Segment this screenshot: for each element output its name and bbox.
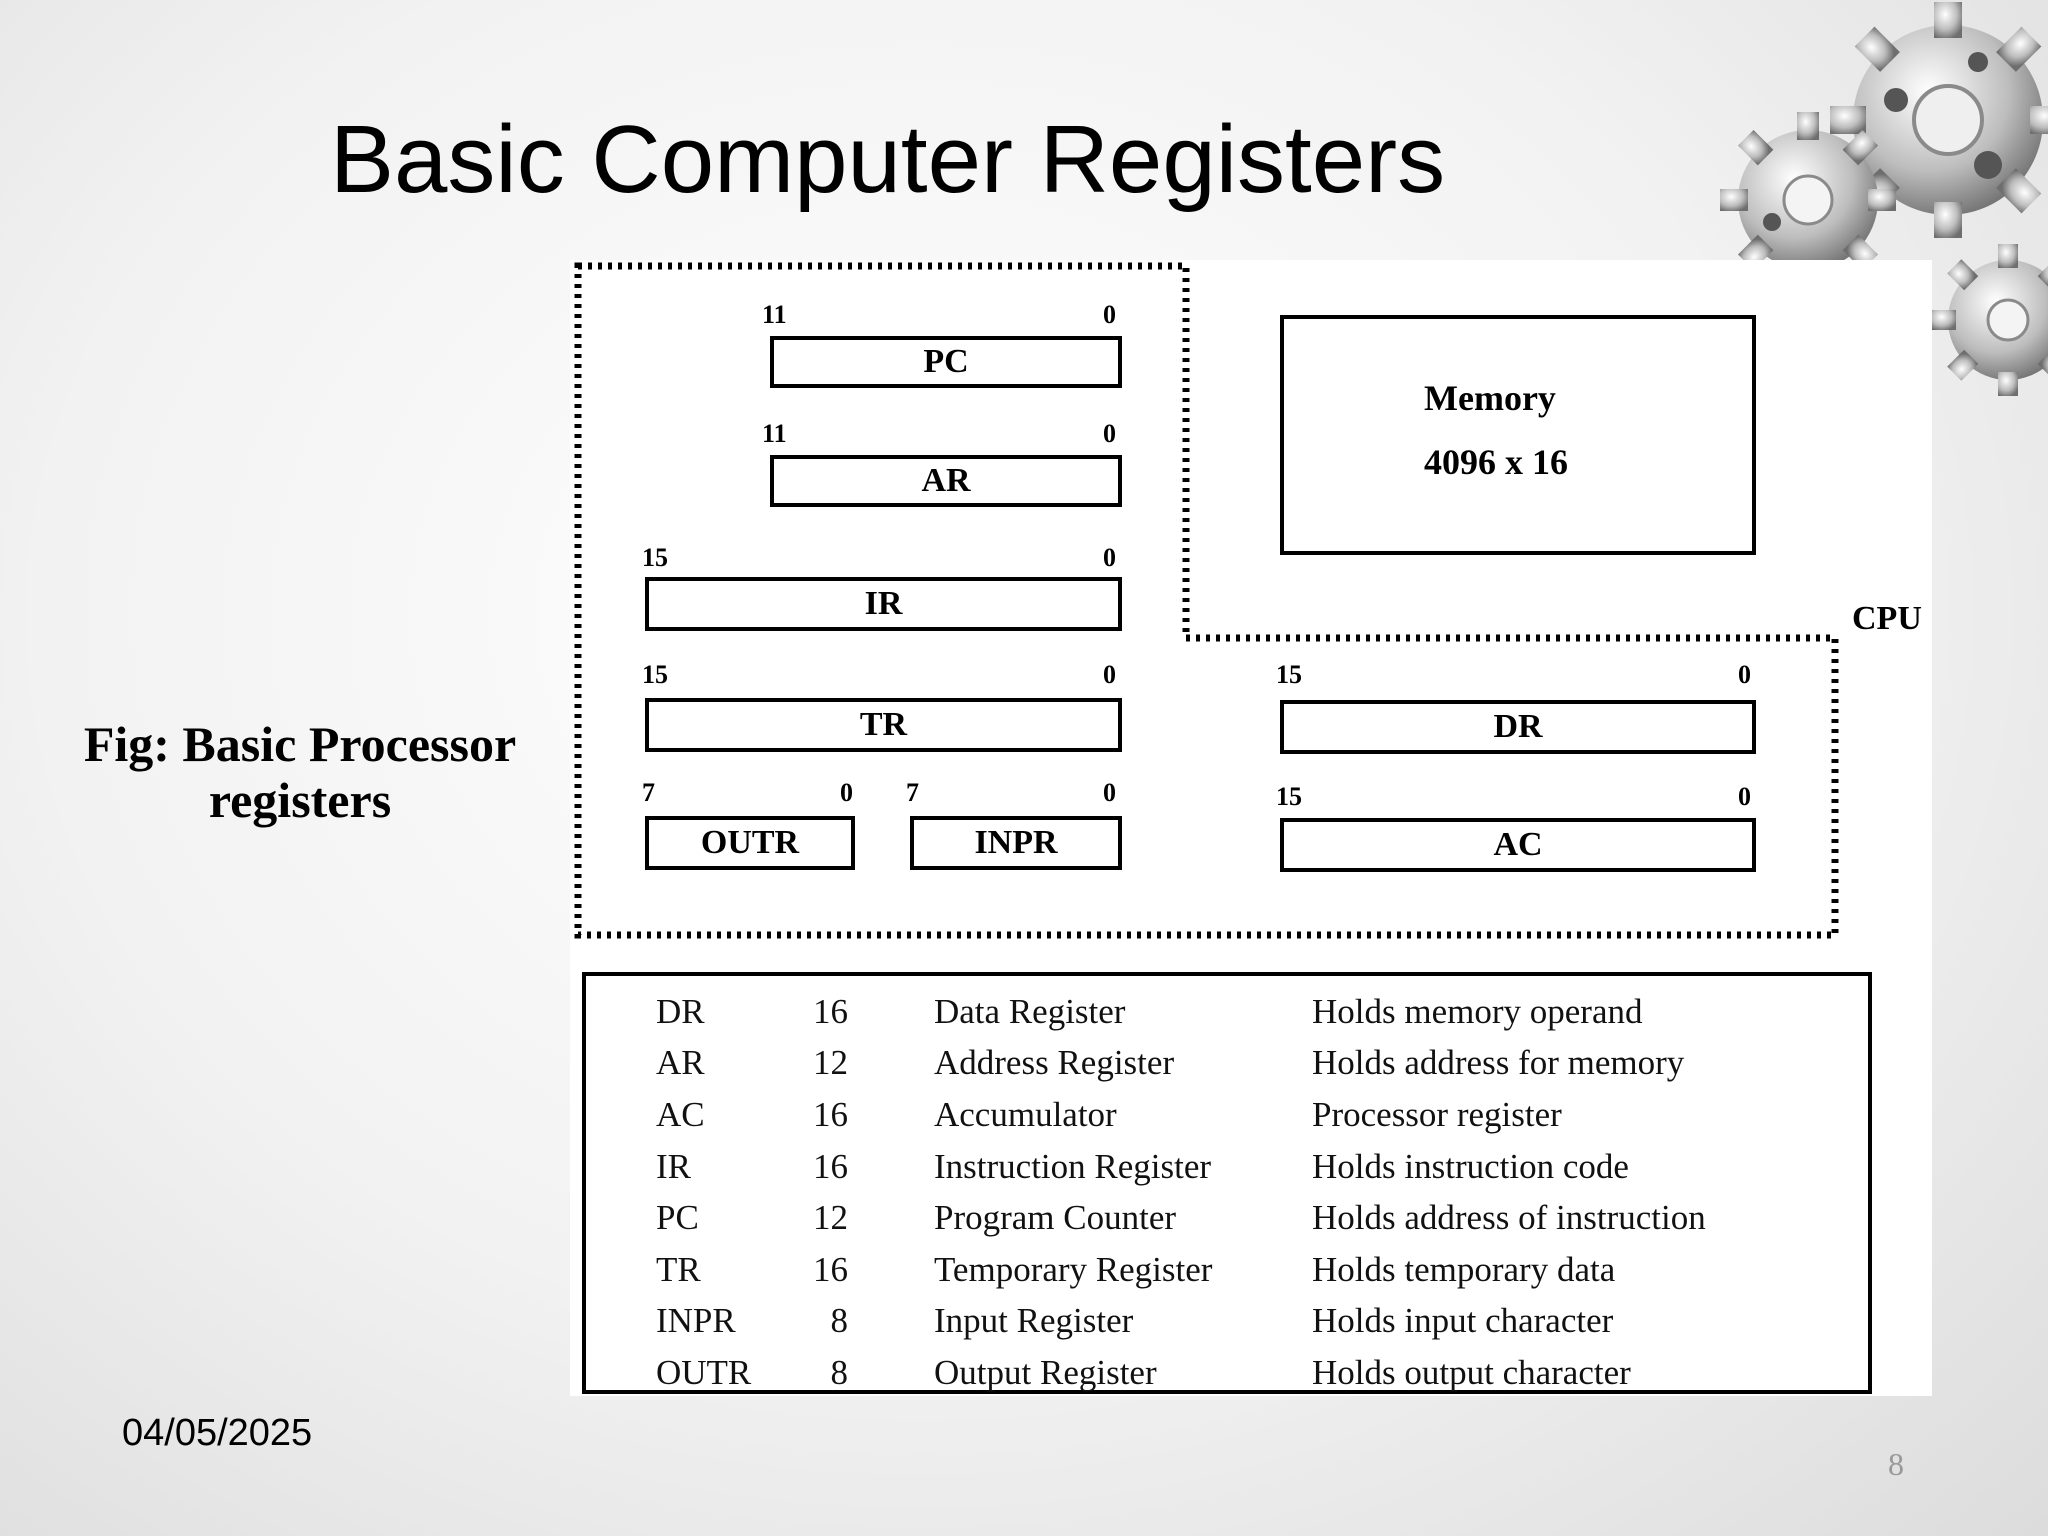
- tr-low-bit: 0: [1103, 660, 1116, 689]
- register-ar: AR: [770, 455, 1122, 507]
- pc-high-bit: 11: [762, 300, 787, 329]
- dr-low-bit: 0: [1738, 660, 1751, 689]
- register-bits: 8: [830, 1301, 849, 1340]
- table-row: PC 12 Program Counter Holds address of i…: [586, 1194, 1868, 1242]
- pc-low-bit: 0: [1103, 300, 1116, 329]
- register-tr: TR: [645, 698, 1122, 752]
- memory-label: Memory: [1424, 378, 1556, 418]
- register-name: Output Register: [934, 1353, 1157, 1392]
- register-name: Address Register: [934, 1043, 1175, 1082]
- table-row: OUTR 8 Output Register Holds output char…: [586, 1349, 1868, 1397]
- page-number: 8: [1888, 1446, 1904, 1482]
- register-name: Temporary Register: [934, 1250, 1213, 1289]
- slide-date: 04/05/2025: [122, 1412, 313, 1454]
- table-row: TR 16 Temporary Register Holds temporary…: [586, 1246, 1868, 1294]
- register-function: Holds instruction code: [1312, 1147, 1629, 1186]
- cpu-boundary: [574, 262, 1839, 939]
- register-bits: 12: [813, 1198, 848, 1237]
- register-symbol: DR: [656, 992, 705, 1031]
- register-name: Data Register: [934, 992, 1126, 1031]
- register-pc: PC: [770, 336, 1122, 388]
- register-ar-label: AR: [921, 462, 971, 499]
- ar-low-bit: 0: [1103, 419, 1116, 448]
- register-function: Holds address for memory: [1312, 1043, 1685, 1082]
- register-dr: DR: [1280, 700, 1756, 754]
- table-row: IR 16 Instruction Register Holds instruc…: [586, 1143, 1868, 1191]
- register-inpr: INPR: [910, 816, 1122, 870]
- register-function: Holds output character: [1312, 1353, 1631, 1392]
- outr-high-bit: 7: [642, 778, 655, 807]
- register-ac: AC: [1280, 818, 1756, 872]
- register-symbol: AR: [656, 1043, 705, 1082]
- ac-low-bit: 0: [1738, 782, 1751, 811]
- outr-low-bit: 0: [840, 778, 853, 807]
- figure-caption: Fig: Basic Processor registers: [83, 716, 517, 828]
- register-bits: 12: [813, 1043, 848, 1082]
- register-function: Processor register: [1312, 1095, 1562, 1134]
- register-symbol: TR: [656, 1250, 701, 1289]
- register-bits: 16: [813, 992, 848, 1031]
- register-figure: 11 0 PC 11 0 AR 15 0 IR 15 0 TR 7 0 OUTR…: [570, 260, 1932, 1396]
- memory-size: 4096 x 16: [1424, 442, 1568, 482]
- table-row: AC 16 Accumulator Processor register: [586, 1091, 1868, 1139]
- register-tr-label: TR: [859, 706, 908, 743]
- register-bits: 16: [813, 1147, 848, 1186]
- register-function: Holds memory operand: [1312, 992, 1643, 1031]
- register-outr: OUTR: [645, 816, 855, 870]
- dr-high-bit: 15: [1276, 660, 1302, 689]
- tr-high-bit: 15: [642, 660, 668, 689]
- register-name: Input Register: [934, 1301, 1134, 1340]
- register-function: Holds address of instruction: [1312, 1198, 1706, 1237]
- inpr-high-bit: 7: [906, 778, 919, 807]
- register-function: Holds temporary data: [1312, 1250, 1616, 1289]
- register-bits: 16: [813, 1095, 848, 1134]
- gears-decoration-icon: [1720, 2, 2048, 396]
- inpr-low-bit: 0: [1103, 778, 1116, 807]
- slide-title: Basic Computer Registers: [330, 106, 1446, 213]
- register-symbol: IR: [656, 1147, 691, 1186]
- ac-high-bit: 15: [1276, 782, 1302, 811]
- register-outr-label: OUTR: [700, 824, 800, 861]
- register-table: DR 16 Data Register Holds memory operand…: [582, 972, 1872, 1394]
- register-symbol: PC: [656, 1198, 699, 1237]
- ir-high-bit: 15: [642, 543, 668, 572]
- register-name: Accumulator: [934, 1095, 1117, 1134]
- table-row: INPR 8 Input Register Holds input charac…: [586, 1297, 1868, 1345]
- register-symbol: INPR: [656, 1301, 736, 1340]
- cpu-label: CPU: [1852, 600, 1922, 637]
- register-dr-label: DR: [1493, 708, 1543, 745]
- register-bits: 16: [813, 1250, 848, 1289]
- register-ir-label: IR: [864, 585, 903, 622]
- register-inpr-label: INPR: [974, 824, 1058, 861]
- register-function: Holds input character: [1312, 1301, 1614, 1340]
- ir-low-bit: 0: [1103, 543, 1116, 572]
- register-name: Program Counter: [934, 1198, 1177, 1237]
- memory-block: Memory 4096 x 16: [1280, 315, 1756, 555]
- table-row: AR 12 Address Register Holds address for…: [586, 1039, 1868, 1087]
- table-row: DR 16 Data Register Holds memory operand: [586, 988, 1868, 1036]
- register-ir: IR: [645, 577, 1122, 631]
- register-symbol: OUTR: [656, 1353, 752, 1392]
- register-pc-label: PC: [923, 343, 969, 380]
- register-symbol: AC: [656, 1095, 705, 1134]
- register-name: Instruction Register: [934, 1147, 1212, 1186]
- ar-high-bit: 11: [762, 419, 787, 448]
- register-bits: 8: [830, 1353, 849, 1392]
- register-ac-label: AC: [1493, 826, 1543, 863]
